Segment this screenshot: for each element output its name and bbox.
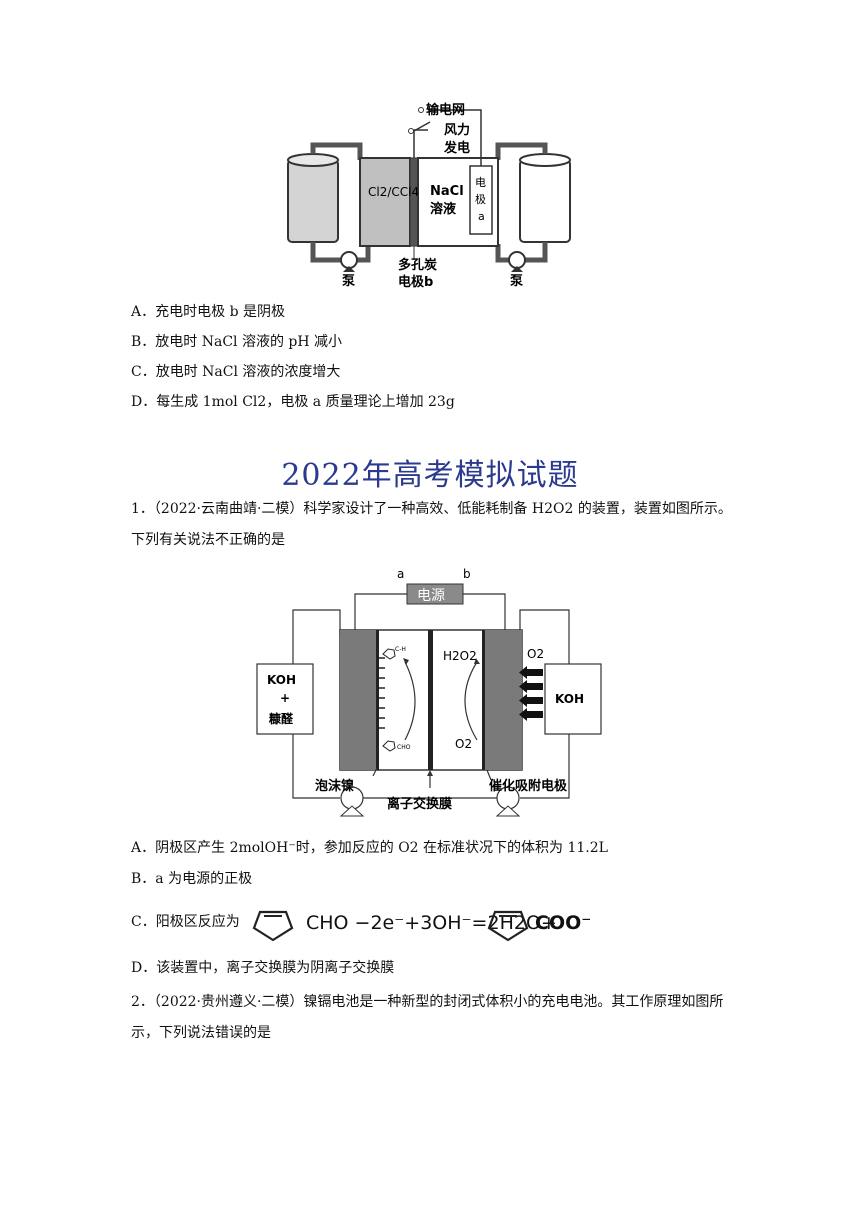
terminal-b-label: b — [463, 567, 471, 581]
pump-left-icon — [340, 251, 358, 269]
pump-left-label: 泵 — [342, 274, 355, 289]
question-2-stem: 2．（2022·贵州遵义·二模）镍镉电池是一种新型的封闭式体积小的充电电池。其工… — [131, 994, 724, 1041]
furan-ring-icon-2 — [487, 910, 529, 942]
wind-label-2: 发电 — [443, 140, 470, 156]
option-1-d: D．该装置中，离子交换膜为阴离子交换膜 — [131, 960, 395, 976]
foam-nickel-electrode — [340, 630, 376, 770]
electrode-a-label-3: a — [478, 210, 485, 223]
power-source-label: 电源 — [417, 588, 445, 604]
aldehyde-label-top: C-H — [395, 646, 406, 653]
right-tank — [519, 159, 571, 243]
battery-diagram: 输电网 风力 发电 Cl2/CCl4 NaCl 溶液 电 极 a 多孔炭 电极b… — [287, 102, 571, 290]
catalytic-electrode — [485, 630, 522, 770]
left-cell-label: Cl2/CCl4 — [368, 185, 419, 199]
cho-label: CHO — [397, 744, 411, 751]
nacl-label-1: NaCl — [430, 184, 464, 199]
left-tank — [287, 159, 339, 243]
ion-exchange-membrane — [428, 630, 433, 770]
right-tank-label: KOH — [555, 692, 584, 706]
nacl-label-2: 溶液 — [430, 201, 456, 217]
o2-top-label: O2 — [527, 647, 544, 661]
pump-right-icon — [508, 251, 526, 269]
foam-nickel-label: 泡沫镍 — [315, 778, 354, 794]
left-tank-label-3: 糠醛 — [268, 711, 294, 726]
right-tank-box — [544, 663, 602, 735]
wind-label-1: 风力 — [444, 122, 470, 138]
furan-ring-icon — [252, 910, 294, 942]
left-tank-box — [256, 663, 314, 735]
electrode-b — [409, 157, 419, 247]
option-1-c: C．阳极区反应为 — [131, 914, 240, 930]
pump-right-label: 泵 — [510, 274, 523, 289]
question-1-stem: 1．（2022·云南曲靖·二模）科学家设计了一种高效、低能耗制备 H2O2 的装… — [131, 501, 732, 548]
o2-bottom-label: O2 — [455, 737, 472, 751]
reaction-middle: CHO −2e⁻+3OH⁻=2H2O+ — [306, 912, 557, 934]
option-1-a: A．阴极区产生 2molOH⁻时，参加反应的 O2 在标准状况下的体积为 11.… — [131, 840, 608, 856]
section-title: 2022年高考模拟试题 — [281, 458, 579, 493]
option-prev-b: B．放电时 NaCl 溶液的 pH 减小 — [131, 334, 343, 350]
option-prev-c: C．放电时 NaCl 溶液的浓度增大 — [131, 364, 341, 380]
option-prev-a: A．充电时电极 b 是阴极 — [131, 304, 285, 320]
membrane-label: 离子交换膜 — [387, 796, 452, 812]
reaction-end: COO⁻ — [535, 912, 592, 934]
left-tank-label-2: + — [280, 691, 290, 705]
grid-label: 输电网 — [426, 102, 465, 118]
left-tank-label-1: KOH — [267, 673, 296, 687]
electrode-b-label-1: 多孔炭 — [398, 257, 437, 273]
electrode-a-label-1: 电 — [475, 176, 486, 189]
catalytic-electrode-label: 催化吸附电极 — [489, 778, 568, 794]
electrode-b-label-2: 电极b — [398, 274, 433, 290]
terminal-a-label: a — [397, 567, 404, 581]
h2o2-cell-diagram: a b 电源 C-H CHO H2O2 O2 O2 KOH — [256, 567, 602, 817]
h2o2-label: H2O2 — [443, 649, 477, 663]
option-1-b: B．a 为电源的正极 — [131, 871, 253, 887]
cl2-compartment — [359, 157, 411, 247]
option-prev-d: D．每生成 1mol Cl2，电极 a 质量理论上增加 23g — [131, 394, 455, 410]
electrode-a-label-2: 极 — [475, 192, 486, 206]
